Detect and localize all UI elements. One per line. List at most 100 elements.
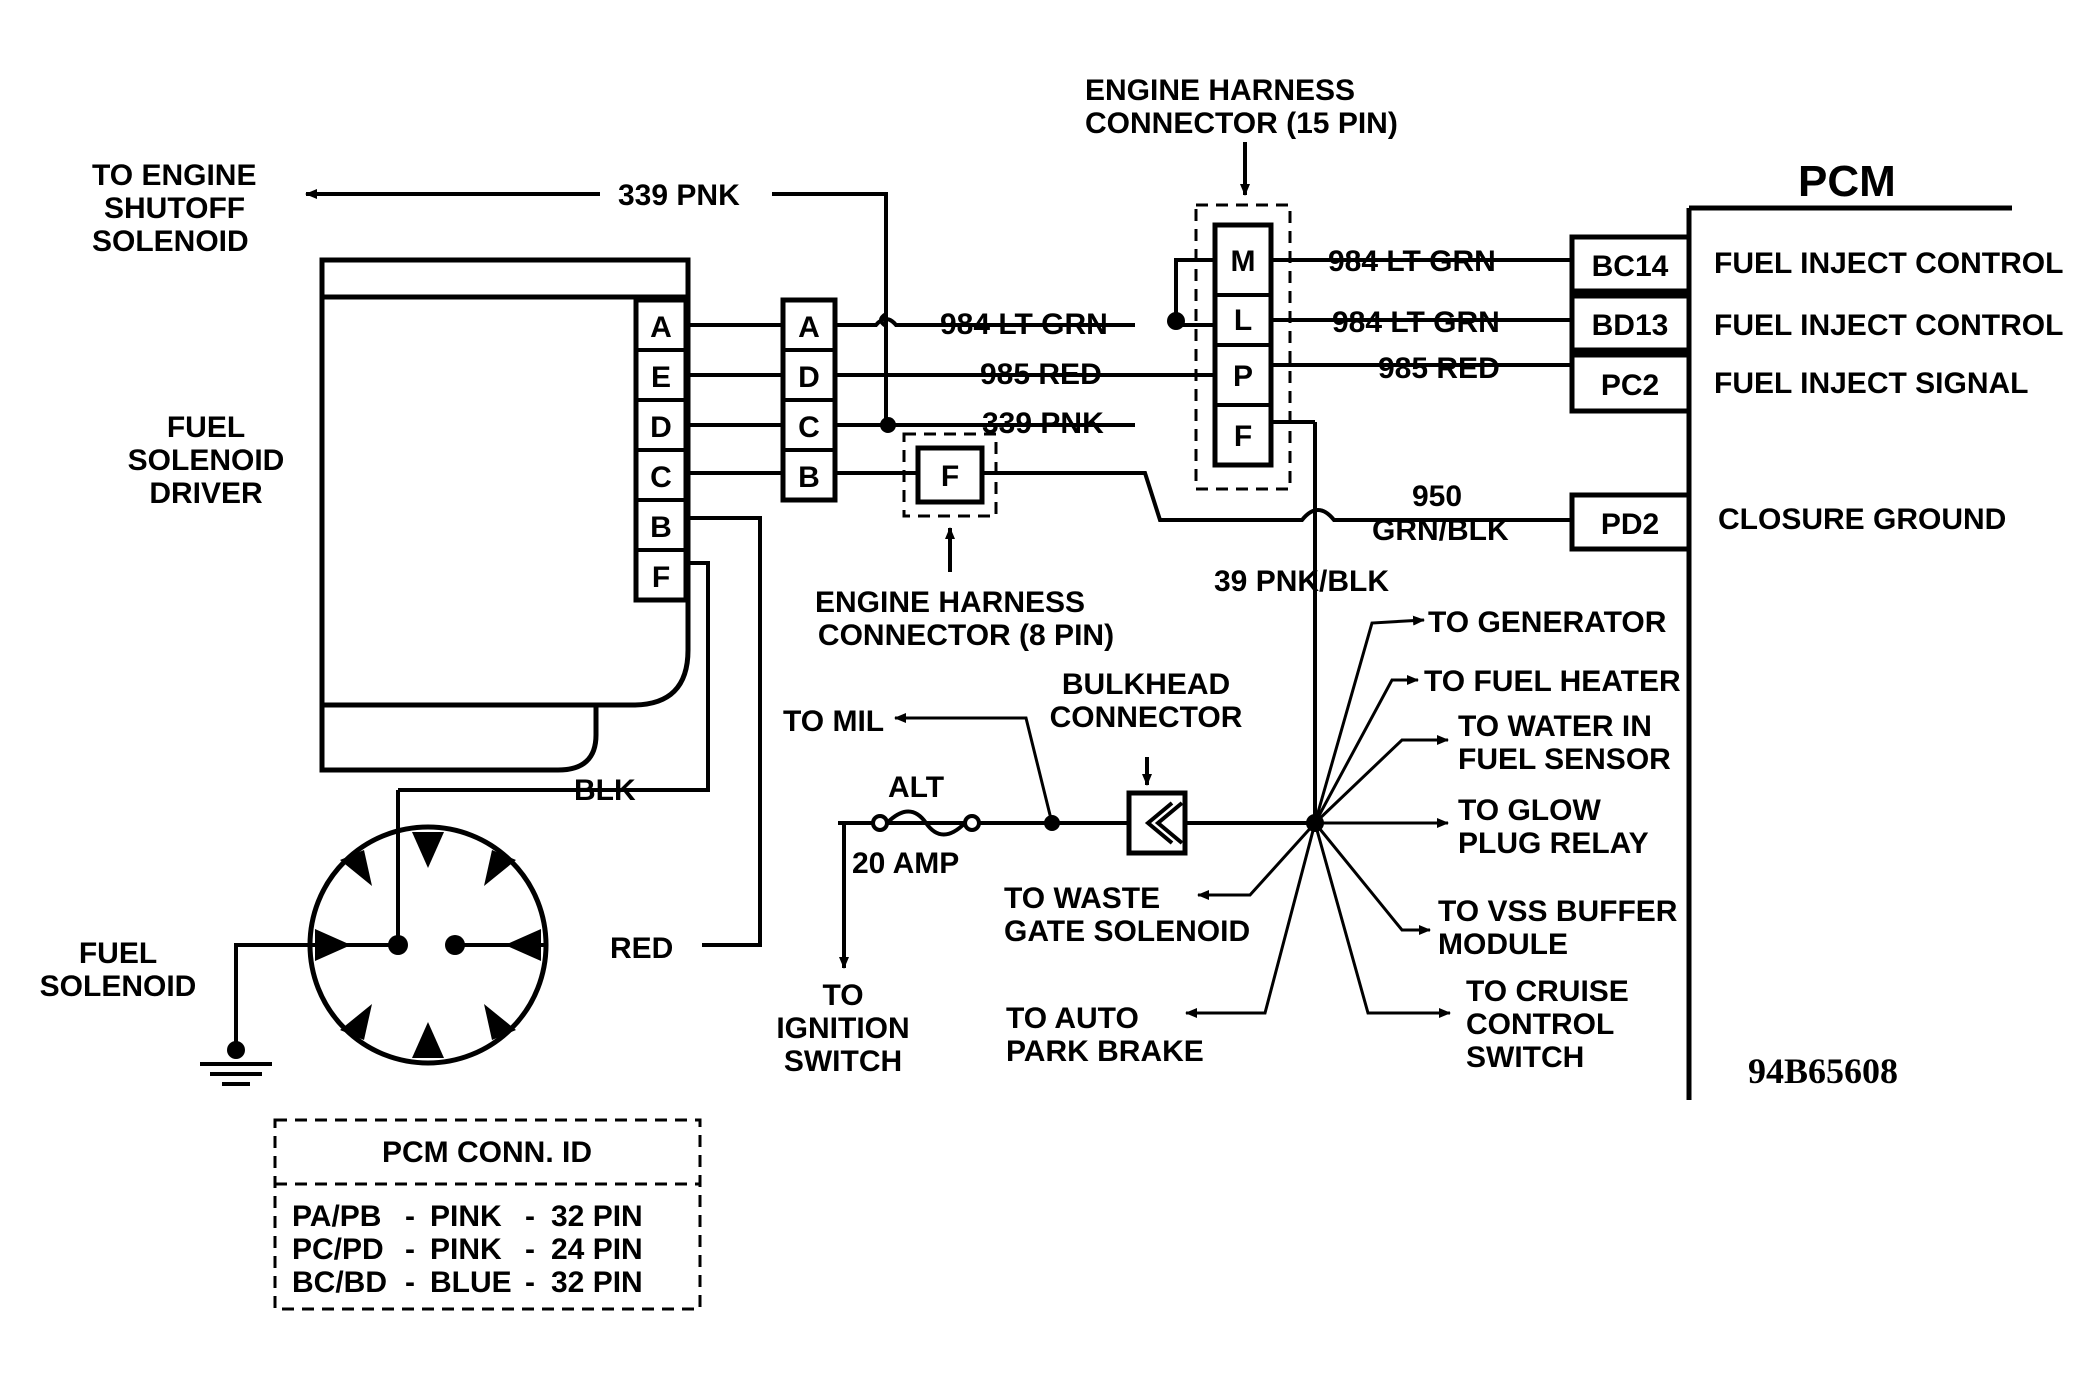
pcm-fn-bd13: FUEL INJECT CONTROL	[1714, 309, 2063, 342]
svg-text:PINK: PINK	[430, 1233, 502, 1266]
pcm-pin-pd2: PD2	[1601, 508, 1659, 541]
svg-text:PA/PB: PA/PB	[292, 1200, 381, 1233]
connector-8pin-f: F	[902, 432, 998, 518]
conn15-pin-p: P	[1233, 360, 1253, 393]
conn8-pin-a: A	[798, 311, 820, 344]
svg-text:MODULE: MODULE	[1438, 928, 1568, 961]
svg-text:-: -	[405, 1233, 415, 1266]
svg-text:B: B	[650, 511, 672, 544]
bulkhead-connector	[1126, 790, 1188, 856]
wire-985-red-left-label: 985 RED	[980, 358, 1102, 391]
svg-text:PINK: PINK	[430, 1200, 502, 1233]
svg-text:32 PIN: 32 PIN	[551, 1200, 643, 1233]
engine-harness-8pin-label: ENGINE HARNESS CONNECTOR (8 PIN)	[815, 586, 1114, 652]
svg-text:PC/PD: PC/PD	[292, 1233, 384, 1266]
pcm-pin-bc14: BC14	[1592, 250, 1669, 283]
svg-text:CONNECTOR (8 PIN): CONNECTOR (8 PIN)	[818, 619, 1114, 652]
svg-text:SOLENOID: SOLENOID	[40, 970, 197, 1003]
conn8-pin-d: D	[798, 361, 820, 394]
svg-text:FUEL: FUEL	[167, 411, 245, 444]
svg-text:CONNECTOR (15 PIN): CONNECTOR (15 PIN)	[1085, 107, 1398, 140]
to-waste-gate-label: TO WASTE GATE SOLENOID	[1004, 882, 1250, 948]
svg-text:TO VSS BUFFER: TO VSS BUFFER	[1438, 895, 1678, 928]
to-cruise-label: TO CRUISE CONTROL SWITCH	[1466, 975, 1629, 1074]
branch-vss	[1313, 822, 1431, 935]
svg-text:BULKHEAD: BULKHEAD	[1062, 668, 1230, 701]
pcm-pin-pc2: PC2	[1601, 369, 1659, 402]
wire-984-lt-grn-left	[835, 317, 1135, 327]
svg-text:ENGINE HARNESS: ENGINE HARNESS	[1085, 74, 1355, 107]
pcm-conn-row-2: PC/PD - PINK - 24 PIN	[292, 1233, 643, 1266]
branch-water-in-fuel	[1313, 735, 1449, 825]
wire-39-pnk-blk-label: 39 PNK/BLK	[1214, 565, 1389, 598]
svg-text:PLUG RELAY: PLUG RELAY	[1458, 827, 1649, 860]
alt-fuse	[871, 809, 981, 837]
pcm-conn-id-table: PCM CONN. ID PA/PB - PINK - 32 PIN PC/PD…	[273, 1118, 702, 1311]
figure-id: 94B65608	[1748, 1051, 1898, 1091]
svg-text:TO: TO	[822, 979, 863, 1012]
svg-text:E: E	[651, 361, 671, 394]
driver-pin-f: F	[652, 561, 670, 594]
svg-text:-: -	[405, 1266, 415, 1299]
svg-text:ENGINE HARNESS: ENGINE HARNESS	[815, 586, 1085, 619]
svg-text:24 PIN: 24 PIN	[551, 1233, 643, 1266]
pcm-title: PCM	[1798, 157, 1896, 206]
branch-waste-gate	[1197, 821, 1317, 900]
svg-text:TO GLOW: TO GLOW	[1458, 794, 1601, 827]
branch-auto-park	[1185, 822, 1317, 1018]
svg-text:IGNITION: IGNITION	[776, 1012, 909, 1045]
conn15-pin-l: L	[1234, 304, 1252, 337]
svg-text:A: A	[650, 311, 672, 344]
blk-label: BLK	[574, 774, 636, 807]
svg-text:C: C	[650, 461, 672, 494]
svg-text:32 PIN: 32 PIN	[551, 1266, 643, 1299]
connector-8pin-stack: A D C B	[780, 297, 838, 503]
wire-blk	[398, 561, 710, 792]
branch-fuel-heater	[1313, 675, 1419, 824]
svg-text:-: -	[405, 1200, 415, 1233]
branch-mil	[894, 713, 1054, 824]
conn8-pin-c: C	[798, 411, 820, 444]
to-mil-label: TO MIL	[783, 705, 884, 738]
fuel-solenoid-driver-label: FUEL SOLENOID DRIVER	[128, 411, 285, 510]
svg-text:-: -	[525, 1233, 535, 1266]
svg-text:-: -	[525, 1200, 535, 1233]
svg-text:TO AUTO: TO AUTO	[1006, 1002, 1139, 1035]
svg-text:FUEL: FUEL	[79, 937, 157, 970]
wire-950-grn-blk-left	[982, 471, 1355, 522]
solenoid-teeth	[315, 832, 541, 1058]
driver-pin-d: D	[636, 411, 686, 452]
bulkhead-label: BULKHEAD CONNECTOR	[1050, 668, 1243, 734]
to-water-in-fuel-label: TO WATER IN FUEL SENSOR	[1458, 710, 1671, 776]
pcm-conn-row-3: BC/BD - BLUE - 32 PIN	[292, 1266, 643, 1299]
to-glow-plug-label: TO GLOW PLUG RELAY	[1458, 794, 1649, 860]
to-fuel-heater-label: TO FUEL HEATER	[1424, 665, 1681, 698]
svg-text:F: F	[652, 561, 670, 594]
driver-pin-e: E	[636, 361, 686, 402]
svg-text:TO WATER IN: TO WATER IN	[1458, 710, 1652, 743]
wire-jumper-m	[1174, 258, 1215, 325]
conn15-pin-m: M	[1231, 245, 1256, 278]
wire-grn-blk-label: GRN/BLK	[1372, 514, 1509, 547]
pcm-fn-pc2: FUEL INJECT SIGNAL	[1714, 367, 2028, 400]
to-ignition-label: TO IGNITION SWITCH	[776, 979, 909, 1078]
to-engine-shutoff-label: TO ENGINE SHUTOFF SOLENOID	[92, 159, 256, 258]
pcm-conn-id-title: PCM CONN. ID	[382, 1136, 592, 1169]
svg-text:-: -	[525, 1266, 535, 1299]
svg-text:BC/BD: BC/BD	[292, 1266, 387, 1299]
fuel-solenoid-driver-box: A E D C B F	[319, 257, 691, 773]
alt-label: ALT	[888, 771, 944, 804]
splice-339-pnk	[880, 417, 896, 433]
fuel-solenoid-label: FUEL SOLENOID	[40, 937, 197, 1003]
pcm-conn-row-1: PA/PB - PINK - 32 PIN	[292, 1200, 643, 1233]
svg-text:CONNECTOR: CONNECTOR	[1050, 701, 1243, 734]
svg-text:DRIVER: DRIVER	[149, 477, 263, 510]
svg-text:D: D	[650, 411, 672, 444]
driver-pin-c: C	[636, 461, 686, 502]
wire-red	[688, 516, 762, 947]
pcm-block: PCM BC14 FUEL INJECT CONTROL BD13 FUEL I…	[1569, 157, 2063, 1100]
wire-to-ignition	[839, 821, 873, 969]
wire-339-pnk-top-label: 339 PNK	[618, 179, 740, 212]
ground-icon	[200, 1062, 272, 1086]
svg-text:GATE SOLENOID: GATE SOLENOID	[1004, 915, 1250, 948]
